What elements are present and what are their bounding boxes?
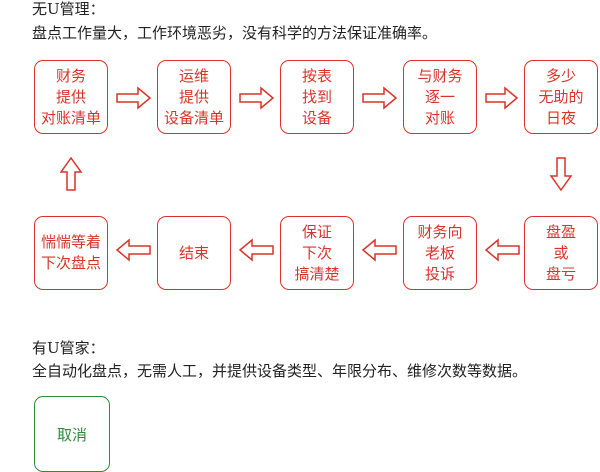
- arrow-right-icon: [485, 86, 519, 110]
- section-title-with-u: 有U管家：: [32, 339, 105, 357]
- flow-step-end: 结束: [157, 216, 231, 290]
- flow-step-anxious-wait: 惴惴等着 下次盘点: [34, 216, 108, 290]
- flow-step-surplus-or-loss: 盘盈 或 盘亏: [524, 216, 598, 290]
- flow-step-finance-reconciliation-list: 财务 提供 对账清单: [34, 60, 108, 134]
- arrow-left-icon: [115, 238, 151, 262]
- arrow-down-icon: [549, 157, 573, 192]
- arrow-left-icon: [361, 238, 397, 262]
- cancel-button[interactable]: 取消: [34, 396, 110, 472]
- arrow-left-icon: [484, 238, 520, 262]
- arrow-right-icon: [239, 86, 275, 110]
- flow-step-helpless-nights: 多少 无助的 日夜: [524, 60, 598, 134]
- section-title-without-u: 无U管理：: [32, 0, 105, 18]
- section-description-with-u: 全自动化盘点，无需人工，并提供设备类型、年限分布、维修次数等数据。: [32, 362, 528, 380]
- section-description-without-u: 盘点工作量大，工作环境恶劣，没有科学的方法保证准确率。: [32, 24, 438, 42]
- flow-step-ensure-clear-next-time: 保证 下次 搞清楚: [280, 216, 354, 290]
- flow-step-ops-equipment-list: 运维 提供 设备清单: [157, 60, 231, 134]
- arrow-right-icon: [362, 86, 398, 110]
- arrow-right-icon: [116, 86, 152, 110]
- flow-step-reconcile-with-finance: 与财务 逐一 对账: [403, 60, 477, 134]
- arrow-left-icon: [238, 238, 274, 262]
- flow-step-finance-complains: 财务向 老板 投诉: [403, 216, 477, 290]
- flow-step-find-equipment: 按表 找到 设备: [280, 60, 354, 134]
- arrow-up-icon: [59, 156, 83, 191]
